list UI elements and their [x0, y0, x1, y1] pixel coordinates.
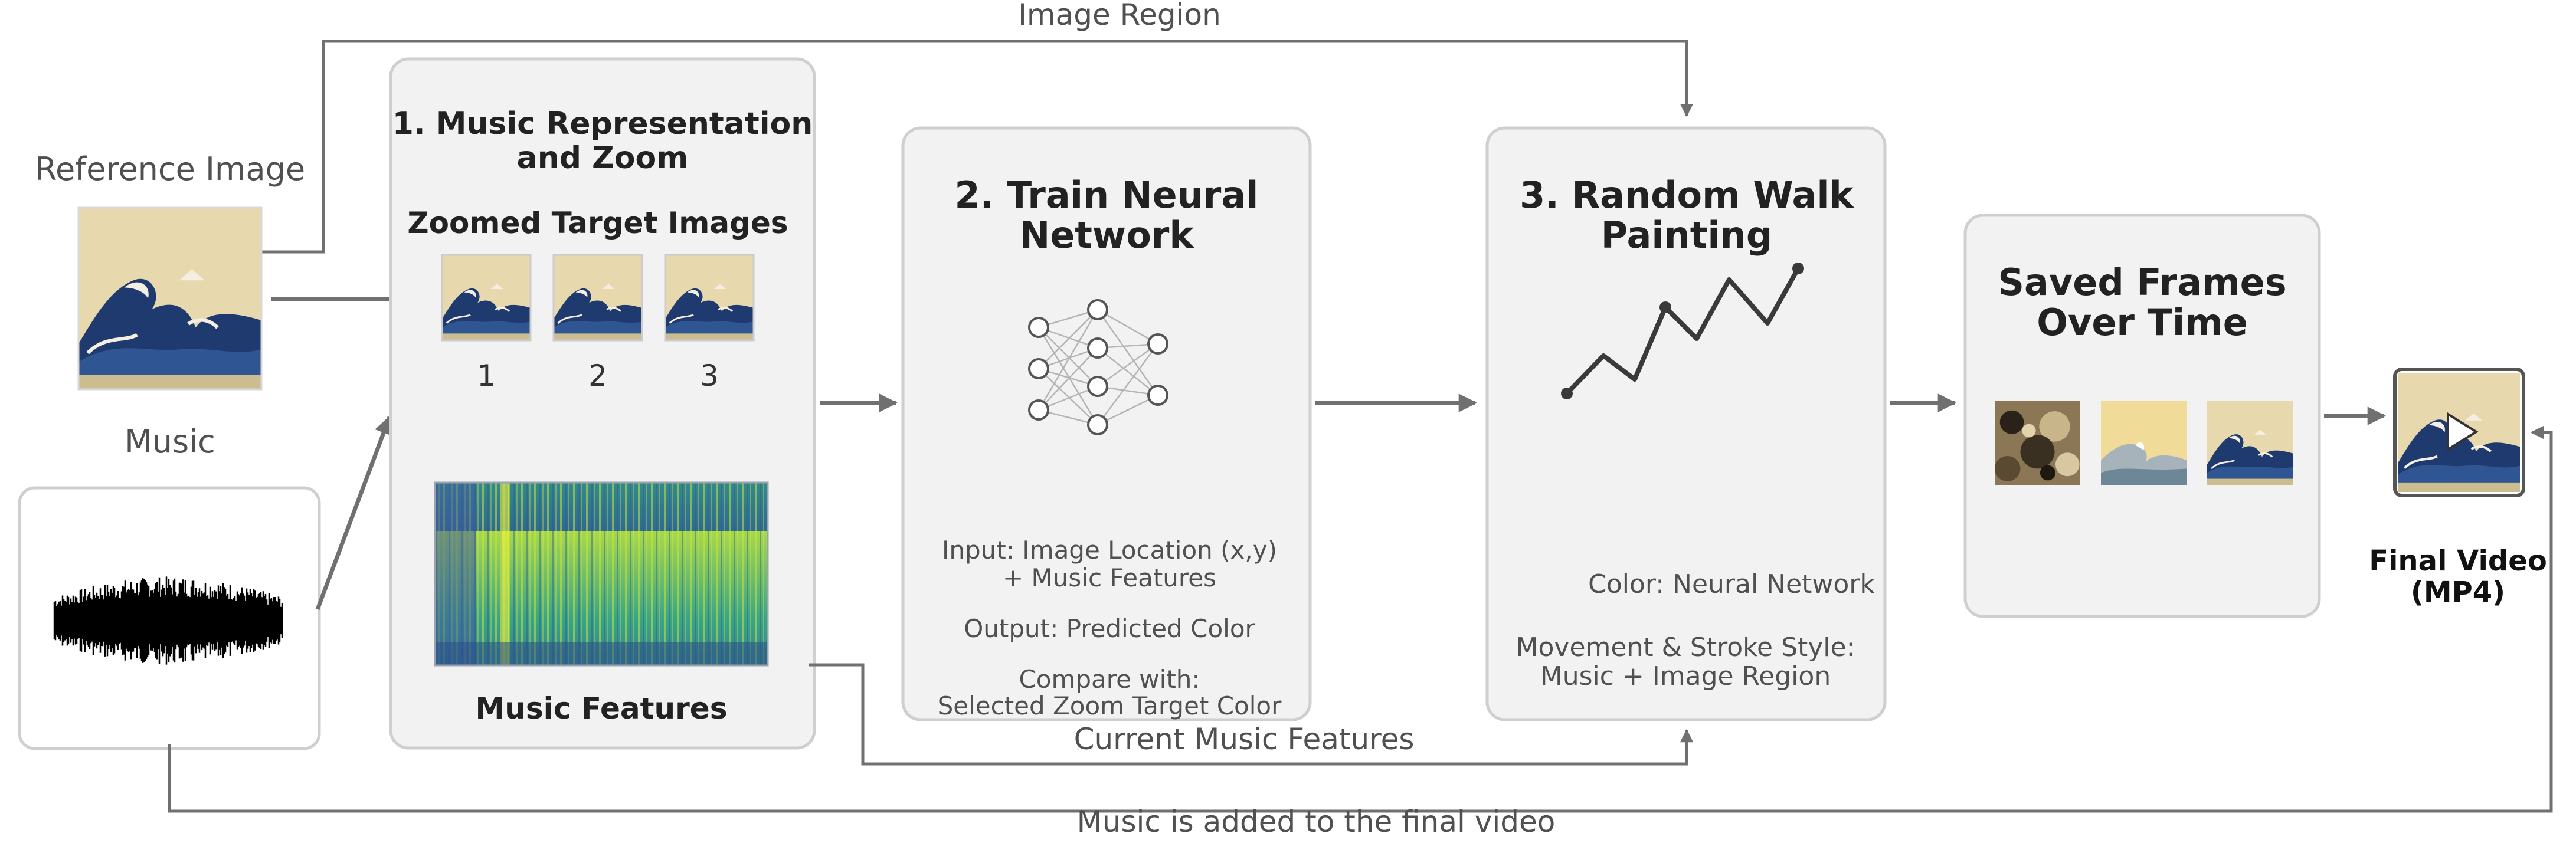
nn-node — [1087, 376, 1108, 397]
nn-node — [1147, 385, 1168, 406]
nn-connection — [1038, 347, 1098, 411]
stage1-title-line2: and Zoom — [517, 140, 689, 176]
stage2-output: Output: Predicted Color — [964, 614, 1255, 643]
reference-image-label: Reference Image — [35, 150, 305, 188]
stage2-train-network-box: 2. Train Neural Network Input: Image Loc… — [901, 126, 1312, 721]
stage2-input-line2: + Music Features — [1003, 563, 1216, 592]
stage3-movement-line1: Movement & Stroke Style: — [1516, 632, 1855, 662]
music-waveform — [53, 576, 283, 665]
stage2-compare-line1: Compare with: — [1019, 665, 1200, 694]
stage1-music-representation-box: 1. Music Representation and Zoom Zoomed … — [389, 57, 816, 750]
random-walk-path-icon — [1561, 263, 1804, 399]
nn-node — [1087, 299, 1108, 320]
zoom-image-2 — [552, 254, 643, 342]
image-region-connector: Image Region — [261, 0, 1694, 254]
nn-node — [1028, 399, 1049, 421]
play-icon — [2447, 412, 2479, 452]
nn-node — [1028, 317, 1049, 338]
nn-connection — [1097, 394, 1158, 426]
saved-frame-1 — [1995, 401, 2080, 485]
stage2-compare-line2: Selected Zoom Target Color — [938, 691, 1282, 720]
music-waveform-box — [18, 486, 321, 750]
final-video-line1: Final Video — [2369, 544, 2547, 578]
nn-connection — [1097, 309, 1158, 345]
music-label: Music — [125, 423, 215, 460]
current-music-features-connector: Current Music Features — [809, 663, 1694, 766]
nn-connection — [1097, 347, 1158, 396]
stage1-title-line1: 1. Music Representation — [392, 106, 813, 142]
music-added-label: Music is added to the final video — [1077, 805, 1556, 839]
saved-frame-3 — [2207, 401, 2293, 485]
stage3-movement-line2: Music + Image Region — [1540, 661, 1831, 691]
nn-node — [1087, 337, 1108, 359]
arrow-music-to-stage1 — [315, 415, 392, 611]
stage3-random-walk-box: 3. Random Walk Painting Color: Neural Ne… — [1485, 126, 1887, 721]
zoom-label-3: 3 — [700, 359, 719, 393]
nn-connection — [1096, 343, 1159, 425]
nn-connection — [1038, 327, 1098, 387]
stage3-title-line1: 3. Random Walk — [1520, 173, 1854, 216]
music-added-connector: Music is added to the final video — [168, 425, 2553, 839]
final-video-thumbnail — [2393, 368, 2525, 497]
nn-node — [1087, 414, 1108, 435]
stage3-color: Color: Neural Network — [1588, 569, 1875, 599]
nn-connection — [1096, 309, 1159, 396]
final-video-line2: (MP4) — [2411, 576, 2505, 609]
nn-node — [1028, 358, 1049, 379]
image-region-label: Image Region — [1018, 0, 1221, 32]
zoom-label-2: 2 — [588, 359, 607, 393]
nn-node — [1147, 333, 1168, 355]
current-music-features-label: Current Music Features — [1074, 722, 1415, 756]
zoom-image-1 — [441, 254, 532, 342]
nn-connection — [1097, 343, 1158, 388]
music-spectrogram — [434, 481, 769, 667]
zoom-image-3 — [664, 254, 755, 342]
nn-connection — [1037, 309, 1099, 411]
neural-network-icon — [1028, 299, 1168, 435]
stage2-title-line2: Network — [1019, 214, 1194, 257]
nn-connection — [1038, 368, 1098, 425]
nn-connection — [1037, 327, 1099, 425]
stage3-title-line2: Painting — [1601, 214, 1772, 257]
stage4-title-line2: Over Time — [2037, 301, 2248, 344]
zoom-label-1: 1 — [477, 359, 496, 393]
saved-frame-2 — [2101, 401, 2187, 485]
zoomed-target-images-title: Zoomed Target Images — [407, 206, 788, 240]
music-features-title: Music Features — [476, 691, 728, 726]
reference-image — [77, 206, 263, 391]
waveform-trace — [53, 576, 283, 665]
nn-connection — [1038, 309, 1098, 369]
stage2-input-line1: Input: Image Location (x,y) — [942, 536, 1277, 565]
stage2-title-line1: 2. Train Neural — [955, 173, 1259, 216]
stage4-saved-frames-box: Saved Frames Over Time — [1963, 214, 2321, 618]
stage4-title-line1: Saved Frames — [1998, 261, 2286, 304]
